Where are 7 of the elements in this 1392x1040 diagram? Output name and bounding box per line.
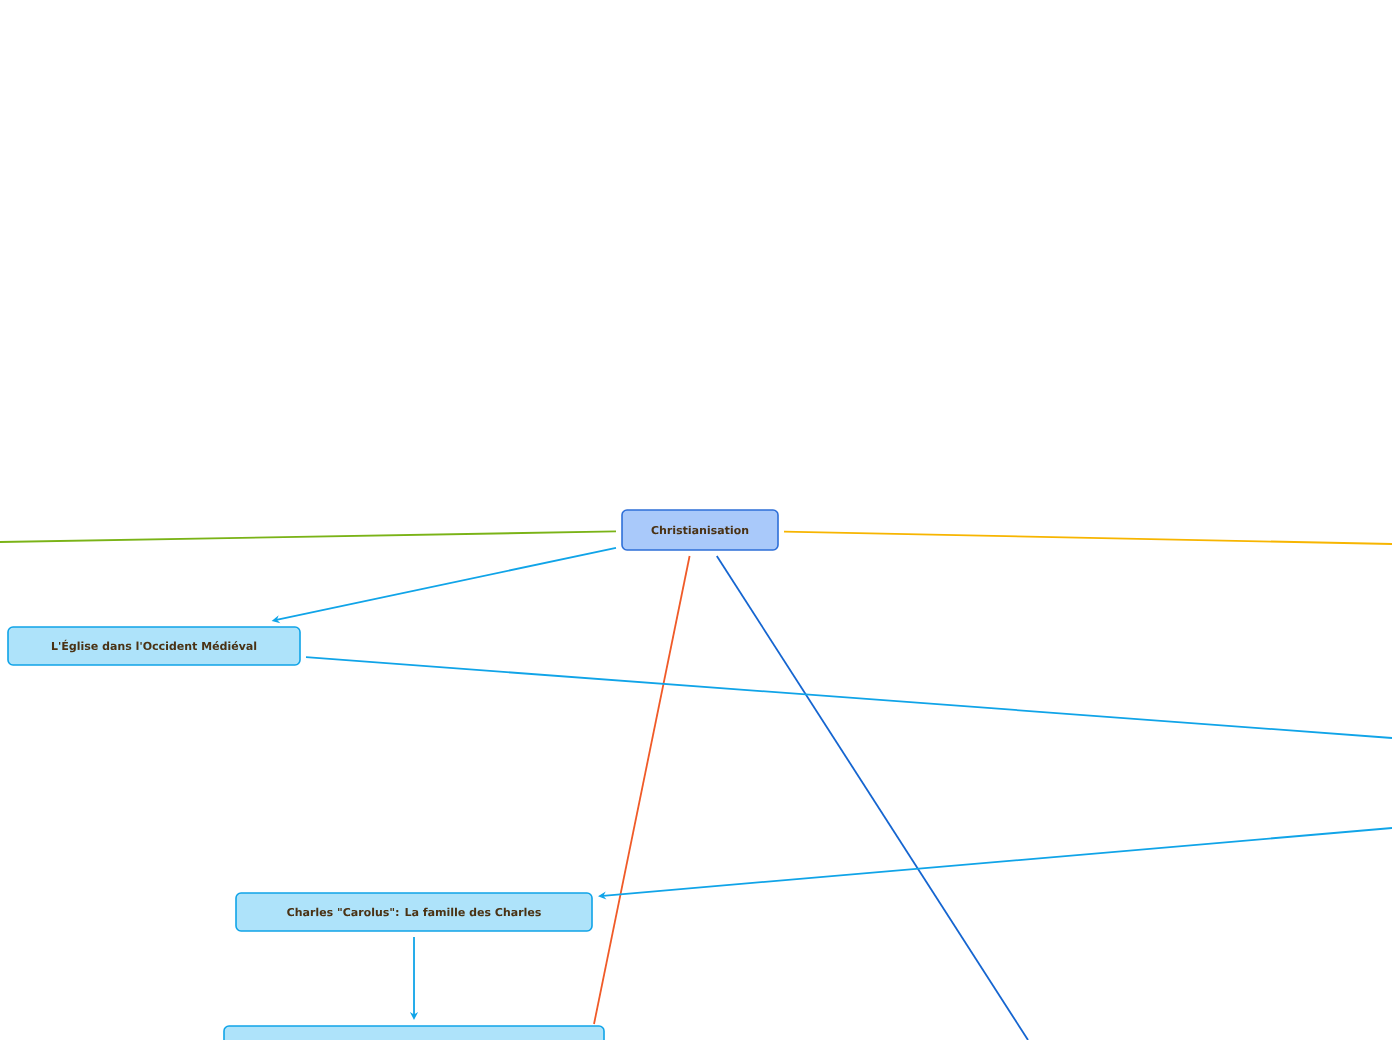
connector-line — [0, 530, 617, 543]
connector-line — [593, 555, 691, 1025]
connector-line — [715, 555, 1029, 1040]
connector-line — [783, 530, 1392, 545]
arrow — [598, 827, 1392, 900]
topic-box — [223, 1025, 605, 1040]
connector-line — [305, 656, 1392, 739]
